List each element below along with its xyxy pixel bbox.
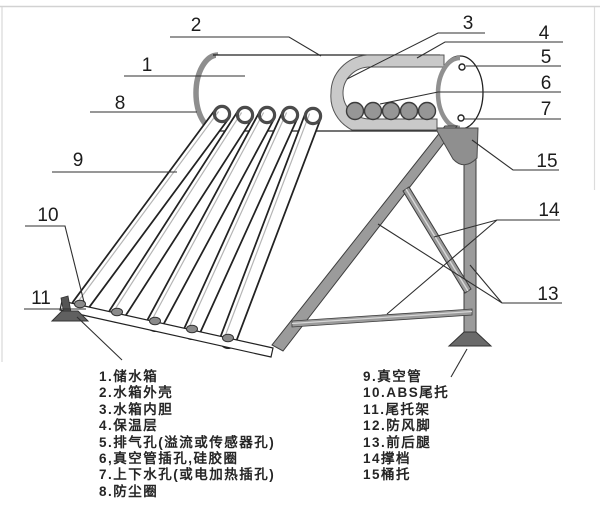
water-hole [457, 114, 465, 122]
legend-item: 14撑档 [363, 451, 412, 467]
callout-8: 8 [115, 93, 126, 114]
dust-ring-caps [212, 104, 323, 126]
leader-14 [386, 219, 560, 315]
legend-item: 8.防尘圈 [99, 483, 159, 499]
insulation-layer-cutaway [330, 54, 445, 131]
legend-item: 5.排气孔(溢流或传感器孔) [99, 434, 276, 450]
legend-item: 15桶托 [363, 467, 412, 483]
callout-6: 6 [541, 73, 552, 94]
callout-2: 2 [191, 15, 202, 36]
front-foot-leader [76, 316, 123, 361]
legend-item: 11.尾托架 [363, 401, 431, 417]
rear-windproof-foot [447, 331, 493, 347]
callout-7: 7 [541, 99, 552, 120]
callout-10: 10 [37, 205, 58, 226]
callout-13: 13 [537, 284, 558, 305]
legend-item: 10.ABS尾托 [363, 385, 450, 401]
legend-left-column: 1.储水箱 2.水箱外壳 3.水箱内胆 4.保温层 5.排气孔(溢流或传感器孔)… [99, 369, 275, 500]
tube-insert-holes [345, 101, 437, 121]
leader-4 [416, 41, 563, 59]
rear-foot-leader [450, 348, 468, 378]
legend-item: 13.前后腿 [363, 434, 432, 450]
rear-leg [463, 139, 477, 335]
legend-item: 4.保温层 [99, 418, 159, 434]
leader-6 [379, 91, 561, 105]
callout-11: 11 [31, 288, 51, 309]
legend-right-column: 9.真空管 10.ABS尾托 11.尾托架 12.防风脚 13.前后腿 14撑档… [363, 369, 449, 484]
leader-10 [25, 225, 85, 303]
leader-lines [24, 32, 563, 378]
tank-saddle-support [436, 127, 479, 166]
callout-4: 4 [539, 23, 550, 44]
callout-numbers: 1 2 3 4 5 6 7 8 9 10 11 13 14 15 [31, 13, 560, 309]
leader-3 [346, 32, 485, 80]
callout-3: 3 [463, 13, 474, 34]
legend-item: 6,真空管插孔,硅胶圈 [99, 451, 239, 467]
callout-15: 15 [536, 151, 557, 172]
endcap-ring [435, 55, 461, 131]
tail-rack [50, 295, 274, 358]
legend-item: 3.水箱内胆 [99, 401, 174, 417]
vacuum-tubes [71, 104, 323, 349]
legend-item: 9.真空管 [363, 369, 423, 384]
legend-item: 12.防风脚 [363, 418, 432, 434]
legend-item: 1.储水箱 [99, 369, 159, 384]
scan-artifact-lines [0, 5, 600, 362]
leader-2 [170, 36, 322, 57]
front-leg [271, 125, 459, 352]
callout-14: 14 [538, 200, 560, 221]
callout-1: 1 [142, 55, 153, 76]
vent-hole [458, 63, 466, 71]
leader-15 [471, 139, 559, 171]
leader-13 [377, 223, 562, 304]
legend-item: 7.上下水孔(或电加热插孔) [99, 467, 276, 483]
callout-5: 5 [541, 47, 552, 68]
legend-item: 2.水箱外壳 [99, 385, 174, 401]
abs-tail-caps [74, 299, 234, 343]
callout-9: 9 [73, 150, 84, 171]
support-frame [271, 125, 493, 352]
